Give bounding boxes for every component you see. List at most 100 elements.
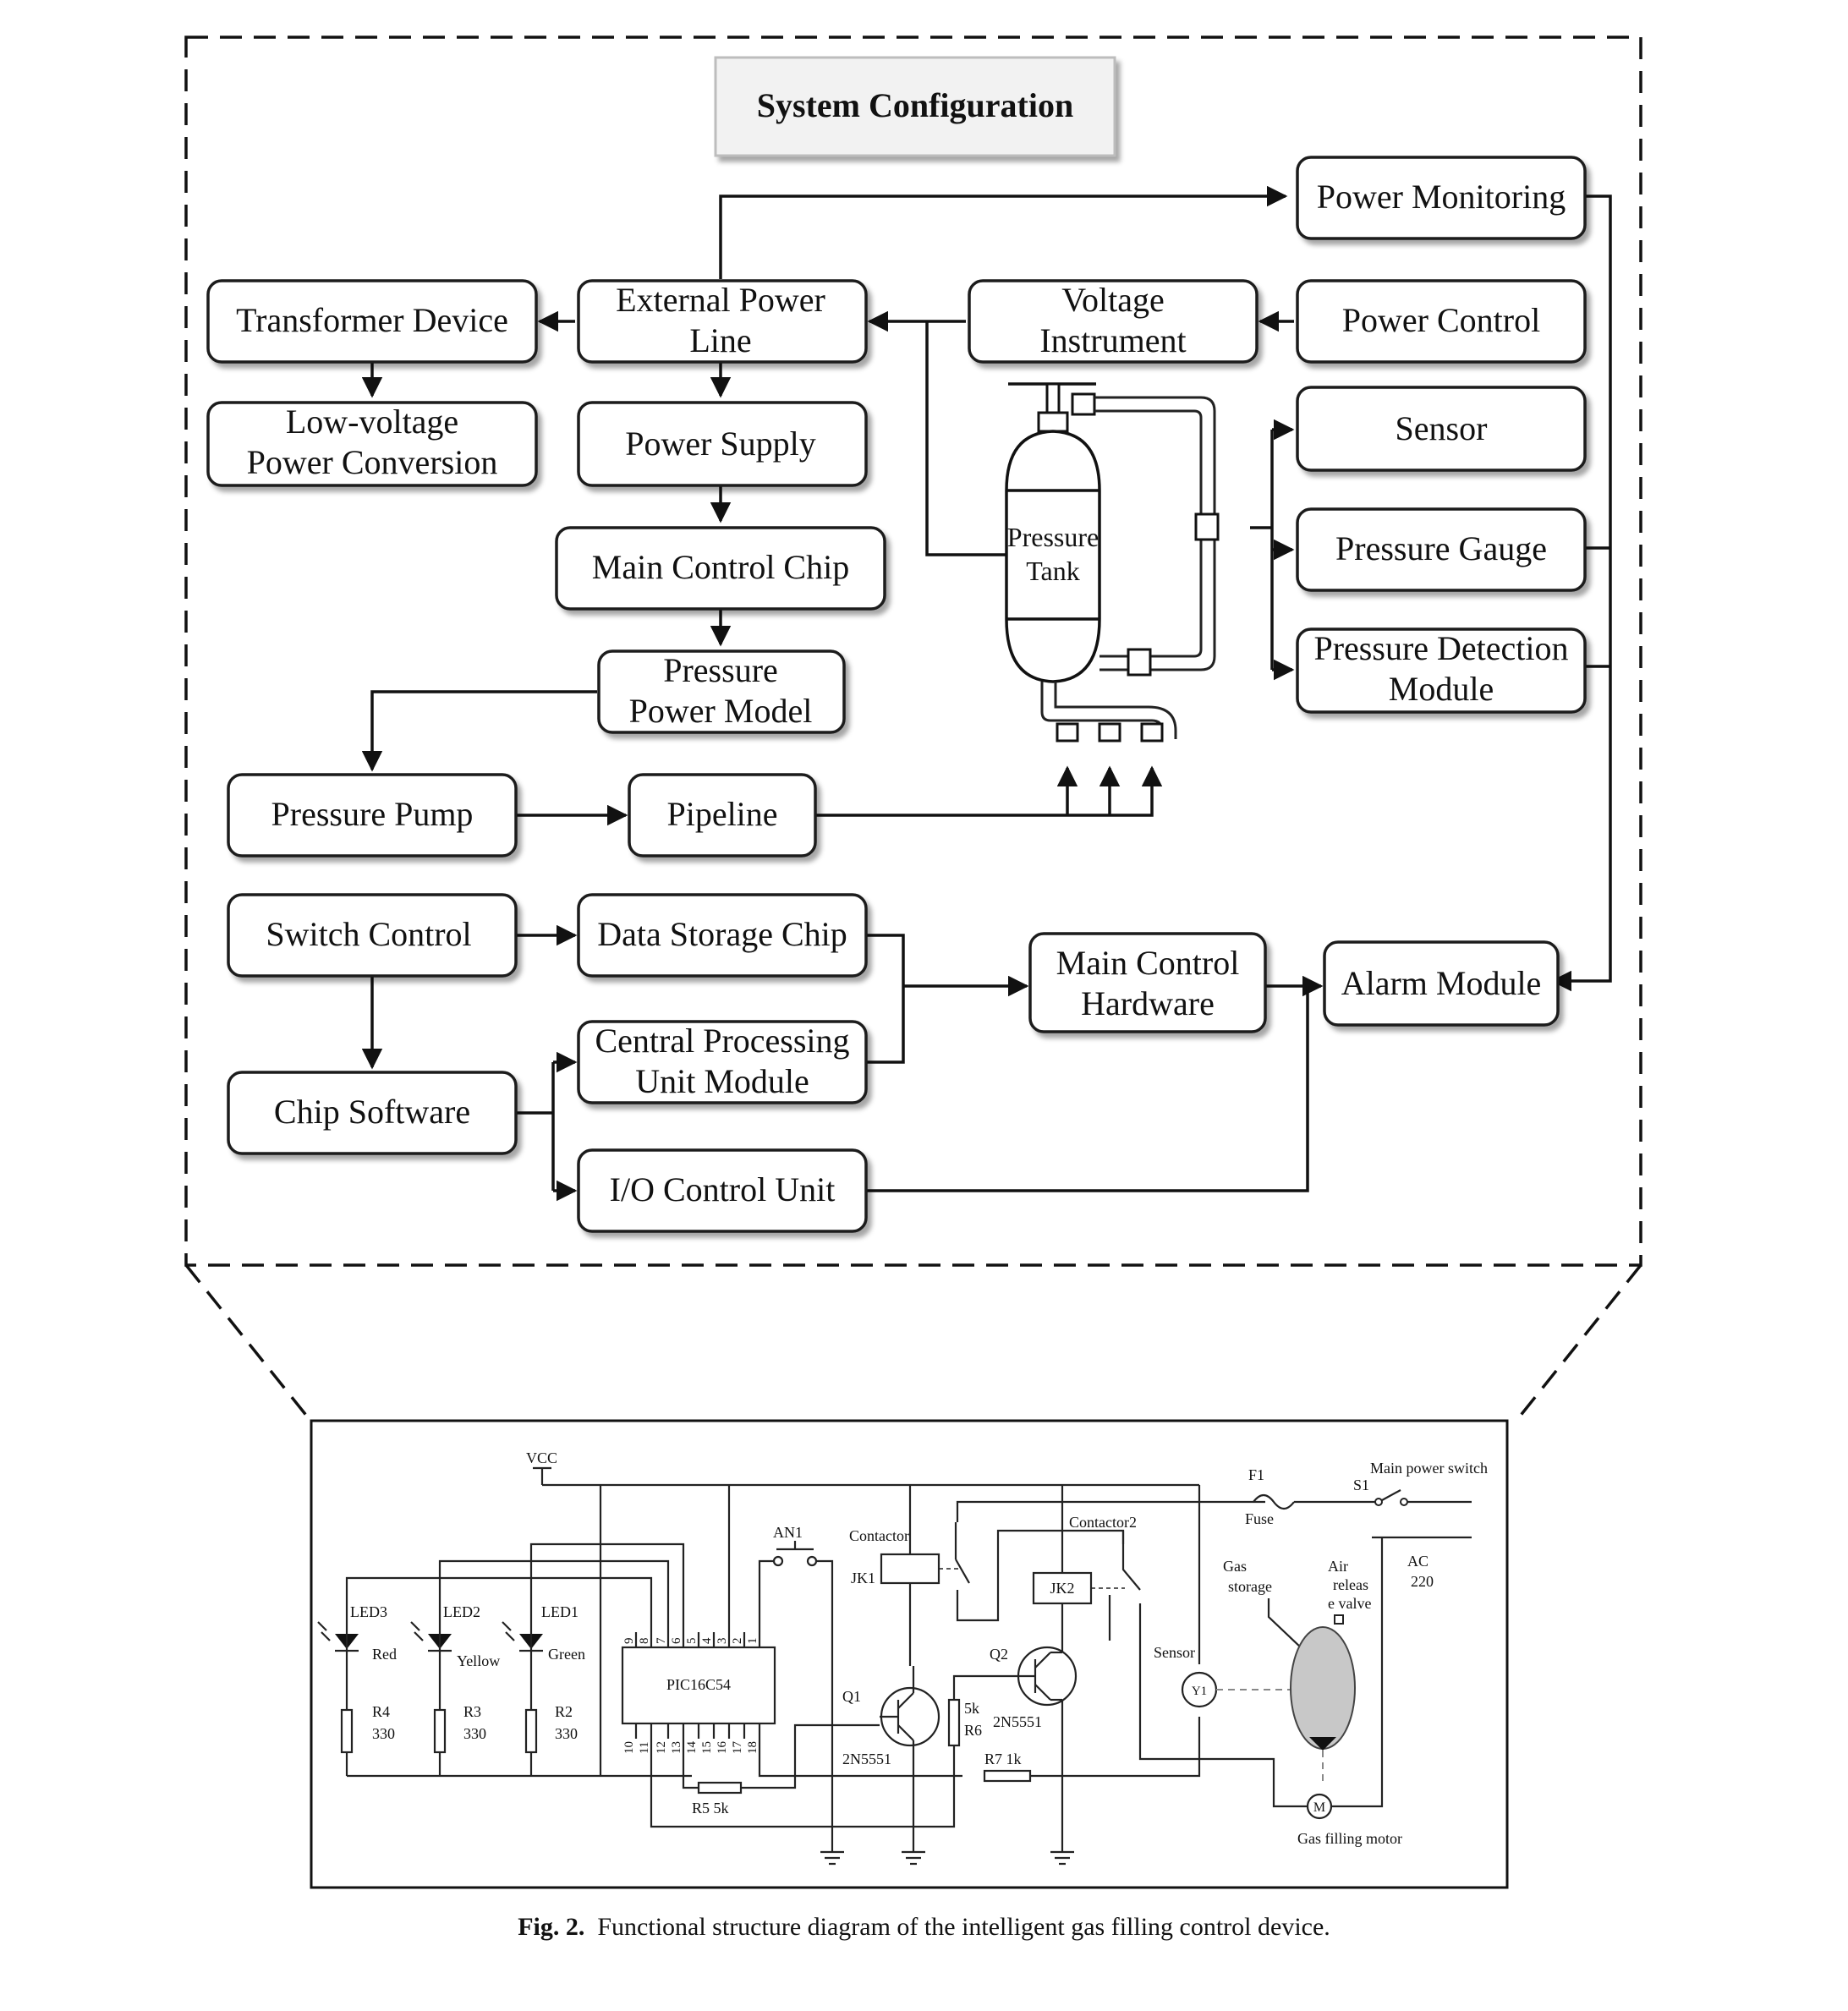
ac-label-1: AC <box>1407 1553 1428 1570</box>
pin-2: 2 <box>731 1638 744 1645</box>
block-main-control-chip: Main Control Chip <box>555 526 886 611</box>
pin-7: 7 <box>655 1637 668 1644</box>
r7-resistor <box>983 1769 1032 1783</box>
led1-label: LED1 <box>541 1603 579 1620</box>
f1-label: F1 <box>1248 1466 1264 1483</box>
ground-icon <box>820 1850 844 1866</box>
pressure-detection-label-2: Module <box>1389 670 1494 708</box>
title-label: System Configuration <box>757 86 1073 124</box>
an1-button-icon: AN1 <box>772 1524 834 1852</box>
gas-storage-label-2: storage <box>1228 1578 1272 1595</box>
block-pressure-detection-module: Pressure Detection Module <box>1296 627 1587 714</box>
configuration-frame <box>184 36 1642 1267</box>
block-main-control-hardware: Main Control Hardware <box>1028 932 1267 1033</box>
led3-label: LED3 <box>350 1603 387 1620</box>
block-chip-software: Chip Software <box>227 1071 518 1155</box>
block-power-monitoring: Power Monitoring <box>1296 156 1587 240</box>
pin-15: 15 <box>700 1741 714 1754</box>
power-monitoring-label: Power Monitoring <box>1317 178 1566 216</box>
pin-4: 4 <box>700 1637 714 1644</box>
low-voltage-label-2: Power Conversion <box>247 443 498 481</box>
connectors <box>361 185 1612 1202</box>
motor-symbol: M <box>1313 1800 1325 1815</box>
q2-transistor-icon <box>1015 1573 1078 1852</box>
green-label: Green <box>548 1646 585 1663</box>
pressure-power-label-2: Power Model <box>629 692 813 730</box>
vcc-label: VCC <box>526 1449 557 1466</box>
jk2-label: JK2 <box>1050 1580 1074 1597</box>
pin-8: 8 <box>638 1638 651 1645</box>
transformer-device-label: Transformer Device <box>236 301 508 339</box>
caption-label: Fig. 2. <box>518 1913 585 1941</box>
block-pipeline: Pipeline <box>628 773 817 858</box>
block-pressure-power-model: Pressure Power Model <box>597 649 846 734</box>
pressure-detection-label-1: Pressure Detection <box>1313 629 1568 667</box>
r2-value: 330 <box>555 1725 578 1742</box>
r5-resistor <box>697 1781 743 1795</box>
pin-1: 1 <box>746 1638 759 1645</box>
main-power-switch-label: Main power switch <box>1370 1460 1488 1477</box>
mcu-bottom-pins <box>634 1723 761 1739</box>
cpu-module-label-1: Central Processing <box>595 1022 849 1060</box>
cpu-module-label-2: Unit Module <box>635 1062 809 1100</box>
jk1-relay <box>880 1553 940 1585</box>
pin-6: 6 <box>670 1637 683 1644</box>
q2-label: Q2 <box>990 1646 1008 1663</box>
air-release-label-1: Air <box>1328 1558 1348 1575</box>
pin-14: 14 <box>685 1741 699 1755</box>
pressure-tank-label-1: Pressure <box>1007 522 1099 552</box>
contactor-label: Contactor <box>849 1527 909 1544</box>
main-control-hw-label-2: Hardware <box>1081 984 1215 1022</box>
ac-label-2: 220 <box>1411 1573 1434 1590</box>
voltage-instrument-label-2: Instrument <box>1039 321 1186 359</box>
pipeline-label: Pipeline <box>666 795 777 833</box>
gas-filling-motor-icon <box>1306 1793 1333 1820</box>
pin-9: 9 <box>622 1638 636 1645</box>
external-power-line-label-2: Line <box>689 321 751 359</box>
r6-resistor <box>947 1698 961 1747</box>
y1-label: Y1 <box>1192 1685 1207 1698</box>
block-external-power-line: External Power Line <box>577 279 868 364</box>
low-voltage-label-1: Low-voltage <box>286 403 458 441</box>
q2-part: 2N5551 <box>993 1713 1042 1730</box>
gas-storage-label-1: Gas <box>1223 1558 1247 1575</box>
r2-label: R2 <box>555 1703 573 1720</box>
r2-resistor <box>524 1708 538 1754</box>
caption-text: Functional structure diagram of the inte… <box>597 1913 1330 1941</box>
pressure-gauge-label: Pressure Gauge <box>1335 529 1547 567</box>
alarm-module-label: Alarm Module <box>1341 964 1542 1002</box>
pin-16: 16 <box>716 1741 729 1755</box>
external-power-line-label-1: External Power <box>616 281 825 319</box>
led2-label: LED2 <box>443 1603 480 1620</box>
fuse-icon <box>1253 1493 1295 1510</box>
pressure-pump-label: Pressure Pump <box>271 795 474 833</box>
voltage-instrument-label-1: Voltage <box>1061 281 1164 319</box>
r5-label: R5 5k <box>692 1800 729 1816</box>
pin-13: 13 <box>670 1741 683 1754</box>
switch-control-label: Switch Control <box>266 915 471 953</box>
air-release-label-3: e valve <box>1328 1595 1371 1612</box>
r3-value: 330 <box>463 1725 486 1742</box>
jk2-relay <box>1032 1571 1093 1605</box>
r6-label: R6 <box>964 1722 982 1739</box>
air-release-valve-icon <box>1334 1614 1344 1625</box>
fuse-label: Fuse <box>1245 1510 1274 1527</box>
s1-label: S1 <box>1353 1477 1369 1493</box>
figure-caption: Fig. 2. Functional structure diagram of … <box>0 1913 1848 1942</box>
mcu-top-pins <box>634 1632 761 1647</box>
pin-11: 11 <box>638 1742 651 1754</box>
yellow-label: Yellow <box>457 1652 500 1669</box>
gas-storage-tank <box>1290 1626 1356 1750</box>
red-label: Red <box>372 1646 397 1663</box>
zoom-line-left <box>184 1263 310 1419</box>
block-data-storage-chip: Data Storage Chip <box>577 893 868 978</box>
an1-label: AN1 <box>773 1524 803 1541</box>
block-switch-control: Switch Control <box>227 893 518 978</box>
block-pressure-gauge: Pressure Gauge <box>1296 507 1587 592</box>
block-alarm-module: Alarm Module <box>1323 940 1560 1027</box>
q1-part: 2N5551 <box>842 1751 891 1767</box>
r3-label: R3 <box>463 1703 481 1720</box>
pin-18: 18 <box>746 1741 759 1754</box>
mcu-label: PIC16C54 <box>666 1676 731 1693</box>
block-voltage-instrument: Voltage Instrument <box>968 279 1259 364</box>
